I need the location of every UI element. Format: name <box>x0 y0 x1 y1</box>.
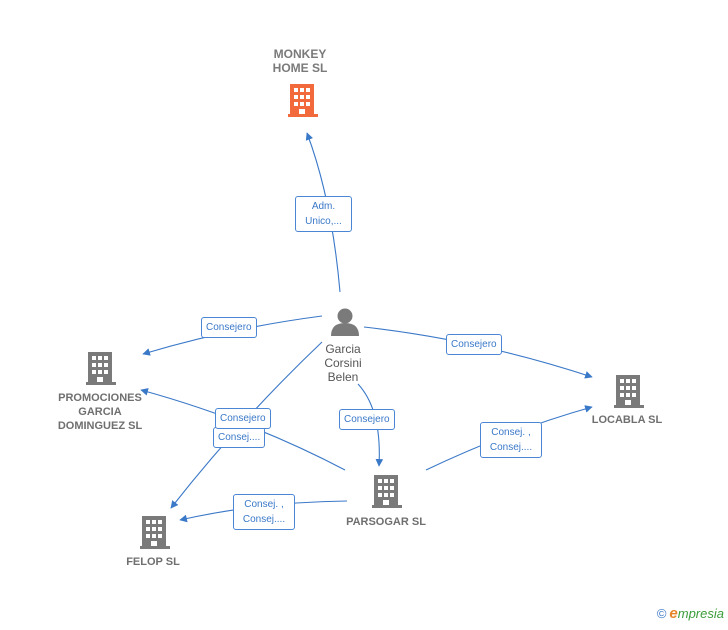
node-label-monkey-home[interactable]: MONKEY HOME SL <box>272 47 328 75</box>
node-label-garcia-corsini-belen[interactable]: Garcia Corsini Belen <box>324 342 362 384</box>
node-label-promociones[interactable]: PROMOCIONES GARCIA DOMINGUEZ SL <box>57 392 143 432</box>
edge-label-consejero-felop[interactable]: Consejero <box>215 408 271 429</box>
edge-label-consej-locabla[interactable]: Consej. , Consej.... <box>480 422 542 458</box>
parsogar-building-icon[interactable] <box>372 475 402 508</box>
copyright-symbol: © <box>656 606 667 621</box>
node-label-felop[interactable]: FELOP SL <box>126 556 180 568</box>
node-label-parsogar[interactable]: PARSOGAR SL <box>346 516 426 528</box>
edge-label-consej-promociones[interactable]: Consej.... <box>213 427 266 448</box>
edge-label-consejero-promociones[interactable]: Consejero <box>201 317 257 338</box>
promociones-building-icon[interactable] <box>86 352 116 385</box>
edge-label-consejero-locabla[interactable]: Consejero <box>446 334 502 355</box>
person-icon[interactable] <box>331 308 359 337</box>
node-label-locabla[interactable]: LOCABLA SL <box>591 414 663 426</box>
edge-label-adm-unico[interactable]: Adm. Unico,... <box>295 196 352 232</box>
edge-label-consej-felop[interactable]: Consej. , Consej.... <box>233 494 295 530</box>
brand-initial: e <box>669 605 678 622</box>
brand-name: mpresia <box>677 606 724 621</box>
edge-label-consejero-parsogar[interactable]: Consejero <box>339 409 395 430</box>
felop-building-icon[interactable] <box>140 516 170 549</box>
monkey-building-icon[interactable] <box>288 84 318 117</box>
empresia-logo[interactable]: ©empresia <box>657 605 724 622</box>
locabla-building-icon[interactable] <box>614 375 644 408</box>
